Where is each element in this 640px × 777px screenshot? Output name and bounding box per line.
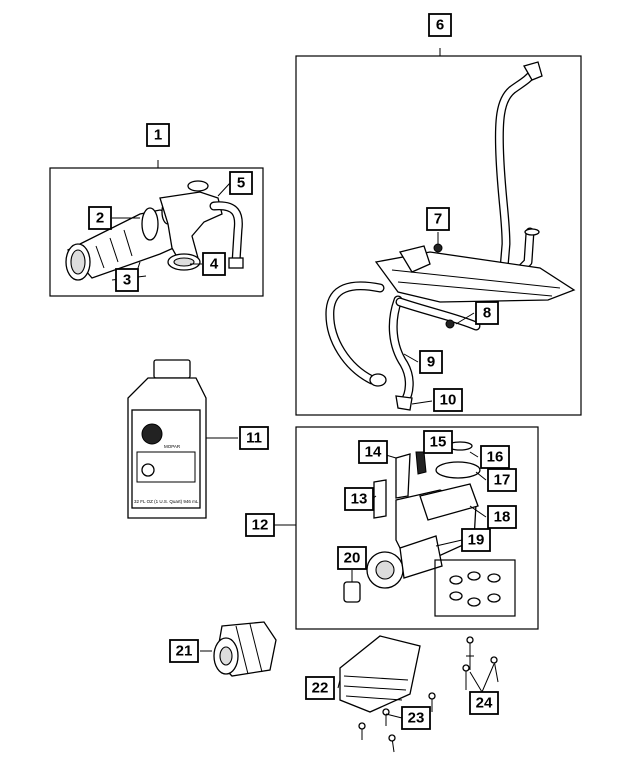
callout-17-label: 17 bbox=[494, 472, 511, 489]
callout-19[interactable]: 19 bbox=[461, 528, 491, 552]
callout-4[interactable]: 4 bbox=[202, 252, 226, 276]
bottle-brand: MOPAR bbox=[164, 444, 181, 449]
bottle-volume: 32 FL OZ (1 U.S. Quart) 946 mL bbox=[134, 499, 199, 504]
heater-hose-assembly bbox=[325, 61, 576, 411]
air-intake-assembly bbox=[65, 180, 244, 281]
callout-24-label: 24 bbox=[476, 695, 493, 712]
callout-7[interactable]: 7 bbox=[426, 207, 450, 231]
bolts bbox=[358, 636, 499, 753]
callout-10[interactable]: 10 bbox=[433, 388, 463, 412]
callout-9[interactable]: 9 bbox=[419, 350, 443, 374]
callout-18[interactable]: 18 bbox=[487, 505, 517, 529]
callout-5[interactable]: 5 bbox=[229, 171, 253, 195]
callout-9-label: 9 bbox=[427, 354, 435, 371]
callout-23-label: 23 bbox=[408, 710, 425, 727]
callout-21[interactable]: 21 bbox=[169, 639, 199, 663]
callout-3-label: 3 bbox=[123, 272, 131, 289]
callout-22[interactable]: 22 bbox=[305, 676, 335, 700]
callout-19-label: 19 bbox=[468, 532, 485, 549]
callout-6[interactable]: 6 bbox=[428, 13, 452, 37]
callout-13[interactable]: 13 bbox=[344, 487, 374, 511]
callout-6-label: 6 bbox=[436, 17, 444, 34]
callout-24[interactable]: 24 bbox=[469, 691, 499, 715]
callout-14[interactable]: 14 bbox=[358, 440, 388, 464]
callout-20-label: 20 bbox=[344, 550, 361, 567]
callout-23[interactable]: 23 bbox=[401, 706, 431, 730]
oil-cooler bbox=[339, 635, 421, 713]
callout-8[interactable]: 8 bbox=[475, 301, 499, 325]
callout-16-label: 16 bbox=[487, 449, 504, 466]
callout-2[interactable]: 2 bbox=[88, 206, 112, 230]
callout-4-label: 4 bbox=[210, 256, 219, 273]
callout-11-label: 11 bbox=[246, 430, 262, 447]
callout-2-label: 2 bbox=[96, 210, 104, 227]
callout-17[interactable]: 17 bbox=[487, 468, 517, 492]
callout-11[interactable]: 11 bbox=[239, 426, 269, 450]
oil-bottle: MOPAR 32 FL OZ (1 U.S. Quart) 946 mL bbox=[127, 359, 207, 519]
callout-12-label: 12 bbox=[252, 517, 269, 534]
callout-16[interactable]: 16 bbox=[480, 445, 510, 469]
callout-3[interactable]: 3 bbox=[115, 268, 139, 292]
callout-1-label: 1 bbox=[154, 127, 162, 144]
callout-12[interactable]: 12 bbox=[245, 513, 275, 537]
callout-20[interactable]: 20 bbox=[337, 546, 367, 570]
callout-18-label: 18 bbox=[494, 509, 511, 526]
callout-13-label: 13 bbox=[351, 491, 368, 508]
group-6-frame bbox=[295, 55, 582, 416]
group-1-frame bbox=[49, 167, 264, 297]
callout-22-label: 22 bbox=[312, 680, 329, 697]
callout-7-label: 7 bbox=[434, 211, 442, 228]
callout-14-label: 14 bbox=[365, 444, 382, 461]
callout-5-label: 5 bbox=[237, 175, 245, 192]
callout-10-label: 10 bbox=[440, 392, 457, 409]
callout-15-label: 15 bbox=[430, 434, 447, 451]
oil-filter-housing-assembly bbox=[343, 441, 516, 617]
oil-filter bbox=[213, 621, 277, 677]
callout-21-label: 21 bbox=[176, 643, 193, 660]
callout-1[interactable]: 1 bbox=[146, 123, 170, 147]
callout-15[interactable]: 15 bbox=[423, 430, 453, 454]
callout-8-label: 8 bbox=[483, 305, 491, 322]
group-12-frame bbox=[295, 426, 539, 630]
